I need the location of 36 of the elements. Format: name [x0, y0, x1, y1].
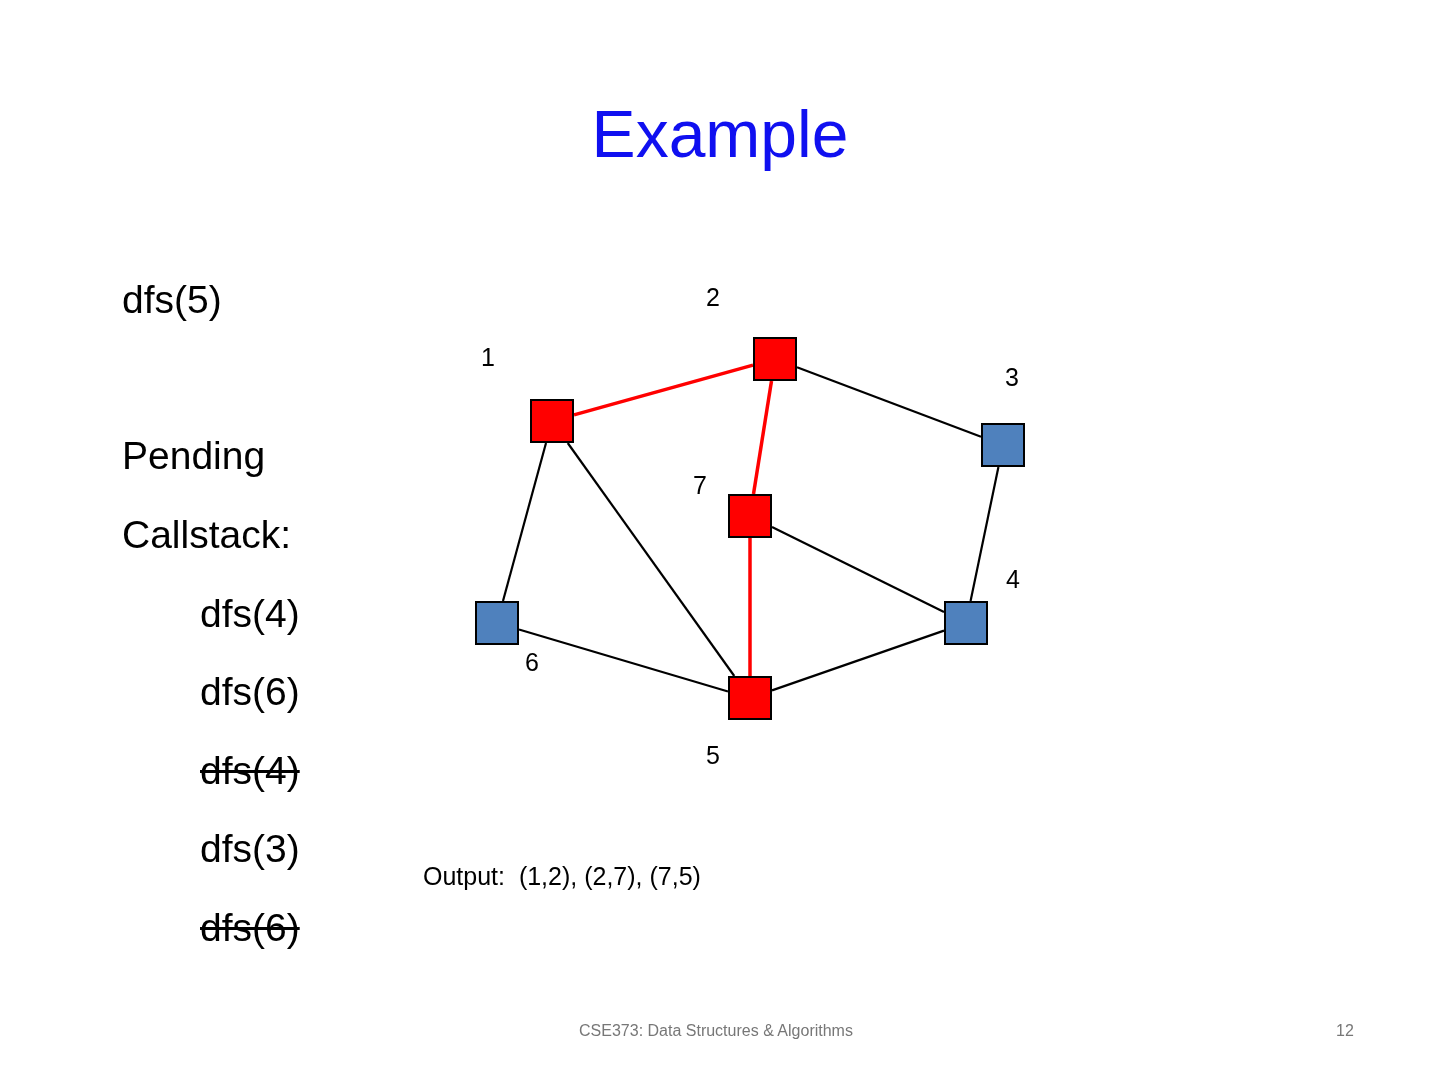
call-text: dfs(6)	[200, 672, 300, 711]
vertex-square	[475, 601, 519, 645]
vertex-square	[753, 337, 797, 381]
graph-edge	[771, 629, 945, 692]
call-text: dfs(3)	[200, 829, 300, 868]
struck-call-text: dfs(4)	[200, 751, 300, 790]
graph-edge	[518, 628, 729, 693]
vertex-number: 2	[706, 284, 720, 310]
vertex-square	[981, 423, 1025, 467]
graph-edge	[969, 466, 1000, 602]
vertex-square	[530, 399, 574, 443]
call-text: Callstack:	[122, 515, 292, 554]
graph-edge	[796, 366, 982, 438]
graph-edge	[566, 442, 736, 677]
slide-title: Example	[590, 98, 850, 171]
vertex-number: 1	[481, 344, 495, 370]
vertex-number: 5	[706, 742, 720, 768]
graph-edge	[751, 380, 774, 495]
vertex-number: 4	[1006, 566, 1020, 592]
output-text: Output: (1,2), (2,7), (7,5)	[423, 864, 701, 889]
call-text: Pending	[122, 436, 266, 475]
call-text: dfs(4)	[200, 594, 300, 633]
vertex-square	[728, 676, 772, 720]
graph-edge	[771, 525, 945, 614]
struck-call-text: dfs(6)	[200, 908, 300, 947]
page-number: 12	[1336, 1023, 1354, 1039]
vertex-square	[944, 601, 988, 645]
vertex-number: 6	[525, 649, 539, 675]
call-text: dfs(5)	[122, 280, 222, 319]
vertex-number: 3	[1005, 364, 1019, 390]
vertex-number: 7	[693, 472, 707, 498]
graph-edge	[573, 363, 754, 417]
vertex-square	[728, 494, 772, 538]
graph-edge	[748, 538, 752, 676]
footer-text: CSE373: Data Structures & Algorithms	[579, 1023, 853, 1039]
graph-edge	[501, 442, 548, 602]
